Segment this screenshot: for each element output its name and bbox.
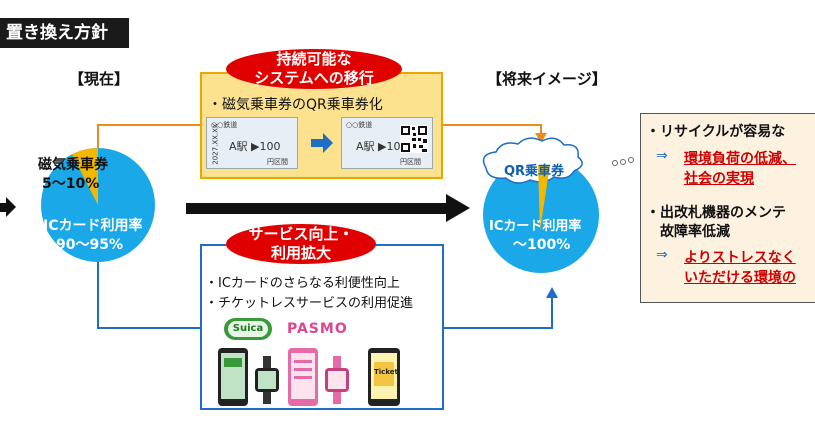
magnetic-ticket-header: ○○鉄道 xyxy=(211,121,238,129)
left-arrow-head xyxy=(6,197,16,217)
current-pie-magnetic-slice xyxy=(72,147,98,205)
dot-2 xyxy=(620,159,626,165)
service-oval-line2: 利用拡大 xyxy=(270,244,331,262)
blue-arrowhead xyxy=(546,287,558,298)
migration-oval: 持続可能な システムへの移行 xyxy=(226,49,402,89)
benefit-1-title: ・リサイクルが容易な xyxy=(646,124,786,140)
magnetic-ticket-date: 2027.XX.XX xyxy=(211,123,220,165)
magnetic-percent: 5～10% xyxy=(42,176,100,192)
service-item-1: ・ICカードのさらなる利便性向上 xyxy=(205,276,400,291)
blue-connector-right xyxy=(444,296,553,329)
benefit-2-title: ・出改札機器のメンテ xyxy=(646,205,786,221)
current-ic-percent: 90～95% xyxy=(56,237,123,253)
blue-connector-left xyxy=(97,262,200,329)
qr-ticket: ○○鉄道 A駅 ▶100 円区間 xyxy=(341,117,433,169)
future-label: 【将来イメージ】 xyxy=(487,70,607,88)
section-header: 置き換え方針 xyxy=(0,18,129,48)
qr-ticket-station: A駅 ▶100 xyxy=(356,140,408,153)
service-item-2: ・チケットレスサービスの利用促進 xyxy=(205,296,414,311)
magnetic-ticket-station: A駅 ▶100 xyxy=(229,140,281,153)
ticket-arrow-icon xyxy=(311,133,333,153)
main-arrow-shaft xyxy=(186,203,448,214)
magnetic-ticket: ○○鉄道 A駅 ▶100 円区間 2027.XX.XX xyxy=(206,117,298,169)
current-ic-label: ICカード利用率 xyxy=(43,218,143,234)
qr-ticket-note: 円区間 xyxy=(400,158,421,166)
qr-ticket-header: ○○鉄道 xyxy=(346,121,373,129)
pasmo-logo: PASMO xyxy=(287,321,348,337)
future-ic-label: ICカード利用率 xyxy=(489,219,582,234)
ticket-app-label: Ticket xyxy=(374,368,398,376)
qr-label: QR乗車券 xyxy=(504,164,565,179)
service-oval: サービス向上・ 利用拡大 xyxy=(226,224,376,264)
qr-lightning-slice xyxy=(538,165,550,230)
current-label: 【現在】 xyxy=(69,70,130,88)
migration-oval-line2: システムへの移行 xyxy=(254,69,374,87)
future-ic-percent: ～100% xyxy=(513,237,571,253)
left-arrow-shaft xyxy=(0,203,6,212)
migration-item: ・磁気乗車券のQR乗車券化 xyxy=(208,97,383,113)
device-illustrations xyxy=(218,348,400,406)
service-oval-line1: サービス向上・ xyxy=(248,225,354,243)
benefit-1-line1: 環境負荷の低減、 xyxy=(684,151,796,167)
benefit-1-arrow: ⇒ xyxy=(656,148,668,164)
dot-3 xyxy=(628,157,634,163)
benefit-2-line1: よりストレスなく xyxy=(684,250,796,266)
suica-logo: Suica xyxy=(224,318,272,340)
benefits-box xyxy=(640,113,815,303)
main-arrow-head xyxy=(446,194,470,222)
orange-arrowhead xyxy=(535,133,547,143)
benefit-1-line2: 社会の実現 xyxy=(684,171,754,187)
dot-1 xyxy=(612,160,618,166)
migration-oval-line1: 持続可能な xyxy=(276,50,352,68)
qr-code-icon xyxy=(400,125,428,153)
orange-connector-left xyxy=(97,124,200,150)
benefit-2-line2: いただける環境の xyxy=(684,270,796,286)
benefit-2-title-line2: 故障率低減 xyxy=(660,224,730,240)
qr-cloud xyxy=(482,137,583,184)
benefit-2-arrow: ⇒ xyxy=(656,247,668,263)
magnetic-label: 磁気乗車券 xyxy=(38,157,108,173)
suica-logo-text: Suica xyxy=(228,321,268,337)
magnetic-ticket-note: 円区間 xyxy=(267,158,288,166)
orange-connector-right xyxy=(443,124,542,135)
